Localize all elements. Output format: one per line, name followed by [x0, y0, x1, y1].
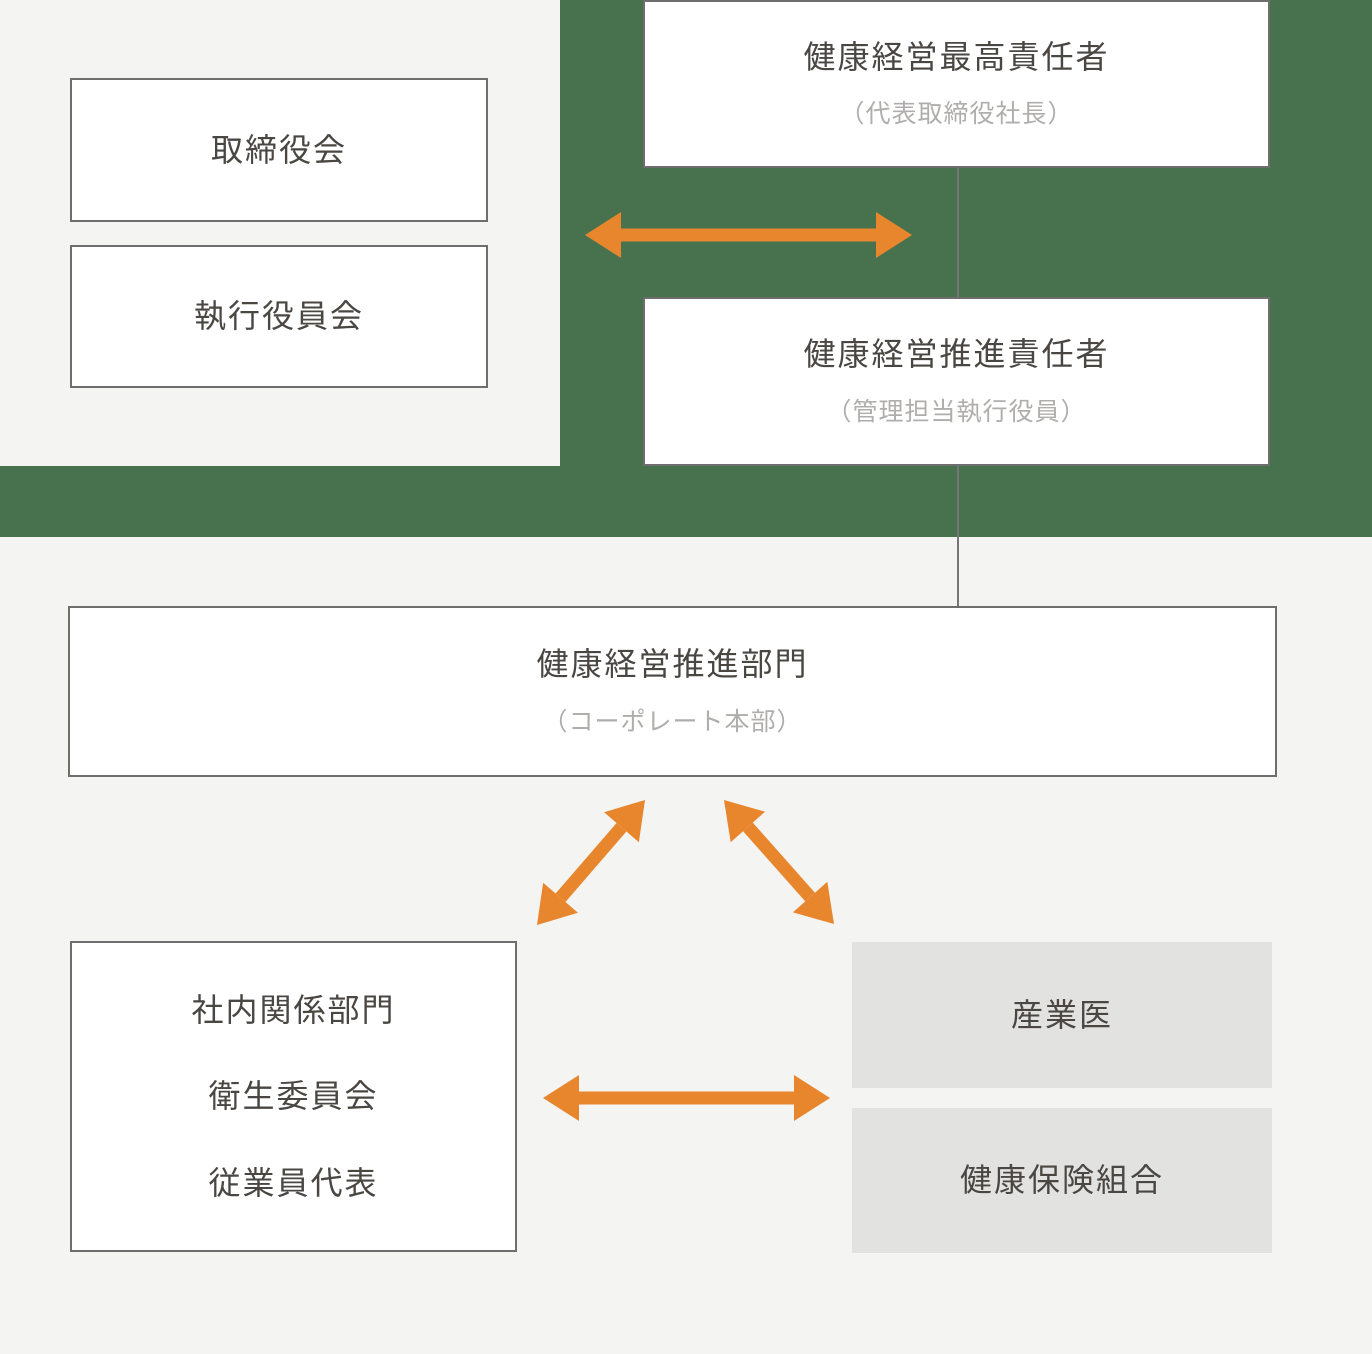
node-industrial-physician: 産業医	[852, 942, 1272, 1088]
node-chief-health-officer: 健康経営最高責任者 （代表取締役社長）	[643, 0, 1270, 168]
node-sublabel: （コーポレート本部）	[542, 707, 803, 736]
node-executive-officers: 執行役員会	[70, 245, 488, 388]
node-label: 健康経営推進責任者	[803, 336, 1110, 373]
node-label: 健康経営最高責任者	[803, 38, 1110, 75]
node-sublabel: （管理担当執行役員）	[826, 397, 1087, 426]
node-label-line: 従業員代表	[208, 1164, 379, 1201]
double-arrow	[724, 800, 834, 924]
node-promotion-officer: 健康経営推進責任者 （管理担当執行役員）	[643, 297, 1270, 466]
node-label-line: 社内関係部門	[191, 991, 396, 1028]
node-label: 執行役員会	[193, 298, 364, 335]
node-sublabel: （代表取締役社長）	[839, 100, 1074, 129]
green-backdrop-band	[0, 466, 560, 537]
node-health-insurance-union: 健康保険組合	[852, 1108, 1272, 1253]
node-label: 取締役会	[210, 131, 347, 168]
double-arrow	[537, 800, 645, 925]
node-internal-departments: 社内関係部門 衛生委員会 従業員代表	[70, 941, 517, 1252]
node-label: 健康保険組合	[959, 1162, 1164, 1199]
node-label: 産業医	[1010, 996, 1113, 1033]
node-label: 健康経営推進部門	[536, 646, 809, 683]
node-promotion-department: 健康経営推進部門 （コーポレート本部）	[68, 606, 1277, 777]
node-label-line: 衛生委員会	[208, 1078, 379, 1115]
double-arrow	[543, 1075, 830, 1121]
node-board-of-directors: 取締役会	[70, 78, 488, 222]
